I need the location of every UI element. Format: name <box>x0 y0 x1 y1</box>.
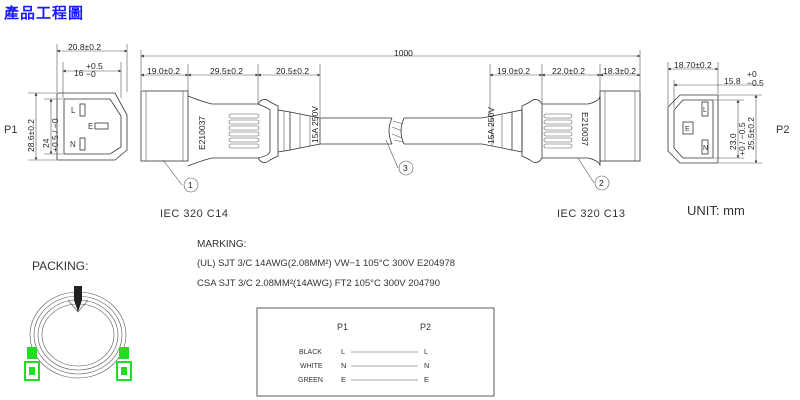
p1-side-inner-tol: +0.5 / −0 <box>50 118 60 152</box>
p2-pin-n <box>701 139 709 155</box>
p2-side-inner-tol: +0 / −0.5 <box>737 122 747 156</box>
p1-pin-e <box>94 122 109 130</box>
left-dim-2: 29.5±0.2 <box>210 66 243 76</box>
right-dim-2: 22.0±0.2 <box>552 66 585 76</box>
c14-cord-mark: 15A 250V <box>310 106 320 143</box>
unit-label: UNIT: mm <box>687 203 745 218</box>
p2-pin-n-label: N <box>703 145 708 152</box>
marking-line-csa: CSA SJT 3/C 2.08MM²(14AWG) FT2 105°C 300… <box>197 278 440 289</box>
overall-length-dim: 1000 <box>394 48 413 58</box>
wiring-row-p1: E <box>341 375 346 384</box>
p1-end-view: L N E 20.8±0.2 16 +0.5 −0 28.6±0.2 24 +0… <box>4 42 128 161</box>
p2-side-outer-dim: 25.5±0.2 <box>746 117 756 150</box>
p1-label: P1 <box>4 124 17 136</box>
p2-pin-e <box>682 121 694 135</box>
p1-top-inner-tol-minus: −0 <box>86 69 96 79</box>
svg-text:1: 1 <box>188 180 193 190</box>
p1-pin-n <box>79 137 86 151</box>
p1-inner-outline <box>63 98 122 155</box>
p2-top-outer-dim: 18.70±0.2 <box>674 60 712 70</box>
c13-cord-mark: 15A 250V <box>486 107 496 144</box>
p2-top-inner-dim: 15.8 <box>724 76 741 86</box>
p1-top-inner-tol-plus: +0.5 <box>86 61 103 71</box>
p1-top-inner-dim: 16 <box>74 68 84 78</box>
tie-icon <box>74 286 82 312</box>
p1-pin-e-label: E <box>88 122 93 131</box>
svg-text:2: 2 <box>599 178 604 188</box>
p1-pin-n-label: N <box>70 140 76 149</box>
p2-side-inner-dim: 23.0 <box>728 133 738 150</box>
c13-connector: 15A 250V E210037 <box>481 90 641 167</box>
p2-pin-l <box>701 101 709 117</box>
iec-c14-label: IEC 320 C14 <box>160 208 228 220</box>
packing-heading: PACKING: <box>32 259 88 273</box>
p1-pin-l-label: L <box>71 106 76 115</box>
p1-side-outer-dim: 28.6±0.2 <box>26 119 36 152</box>
c13-grip-ribs <box>543 113 573 149</box>
wiring-row-p1: L <box>341 347 345 356</box>
p2-inner-outline <box>673 99 714 159</box>
p2-pin-e-label: E <box>685 126 690 133</box>
p2-outer-outline <box>667 94 719 164</box>
wiring-table: P1 P2 BLACK L L WHITE N N GREEN E E <box>256 307 495 397</box>
c14-grip-ribs <box>228 113 260 149</box>
p2-top-inner-tol-minus: −0.5 <box>747 78 764 88</box>
wiring-row-p1: N <box>341 361 346 370</box>
svg-text:3: 3 <box>403 163 408 173</box>
wiring-col-p2: P2 <box>420 322 431 332</box>
packing-coil-illustration <box>24 286 132 381</box>
wiring-row-color: GREEN <box>298 377 323 384</box>
right-dim-1: 19.0±0.2 <box>497 66 530 76</box>
c13-marking: E210037 <box>580 112 590 146</box>
marking-heading: MARKING: <box>197 239 246 250</box>
marking-line-ul: (UL) SJT 3/C 14AWG(2.08MM²) VW−1 105°C 3… <box>197 258 455 269</box>
wiring-col-p1: P1 <box>337 322 348 332</box>
c14-connector: E210037 15A 250V <box>140 90 321 167</box>
left-dim-3: 20.5±0.2 <box>276 66 309 76</box>
p2-end-view: L N E 18.70±0.2 15.8 +0 −0.5 23.0 +0 / −… <box>667 60 789 164</box>
p2-label: P2 <box>776 124 789 136</box>
wiring-row-color: BLACK <box>299 349 322 356</box>
left-dim-1: 19.0±0.2 <box>147 66 180 76</box>
plug-icon <box>24 347 40 381</box>
wiring-row-p2: N <box>424 361 429 370</box>
iec-c13-label: IEC 320 C13 <box>557 208 625 220</box>
power-cord <box>320 117 482 145</box>
callout-3: 3 <box>385 139 414 176</box>
page-title: 產品工程圖 <box>4 4 85 22</box>
p1-top-outer-dim: 20.8±0.2 <box>68 42 101 52</box>
plug-icon <box>116 347 132 381</box>
p1-side-inner-dim: 24 <box>41 138 51 148</box>
callout-2: 2 <box>577 157 610 191</box>
wiring-row-color: WHITE <box>300 363 323 370</box>
p1-pin-l <box>79 103 86 117</box>
callout-1: 1 <box>162 159 199 193</box>
p2-pin-l-label: L <box>703 107 707 114</box>
p2-top-inner-tol-plus: +0 <box>747 69 757 79</box>
p1-outer-outline <box>56 92 128 161</box>
right-dim-3: 18.3±0.2 <box>603 66 636 76</box>
c14-marking: E210037 <box>197 116 207 150</box>
wiring-row-p2: E <box>424 375 429 384</box>
wiring-row-p2: L <box>424 347 428 356</box>
